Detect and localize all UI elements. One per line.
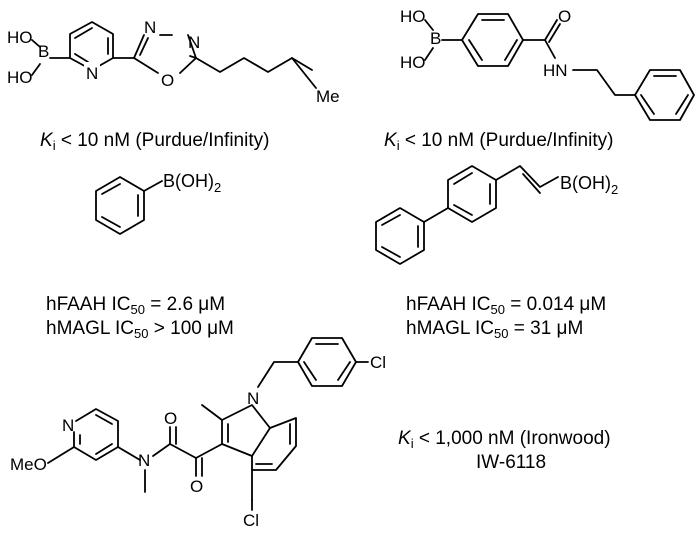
bond <box>297 337 357 387</box>
compound-5-code: IW-6118 <box>476 452 547 473</box>
bond <box>572 69 636 96</box>
bond <box>139 37 197 59</box>
bond <box>101 183 139 228</box>
compound-1-oxadiazole-n2: N <box>188 33 200 52</box>
compound-5-activity: Ki < 1,000 nM (Ironwood) <box>398 428 611 451</box>
compound-5-chloro-top: Cl <box>370 353 386 372</box>
bond <box>291 57 317 89</box>
bond <box>381 214 419 258</box>
compound-2-structure: HO B HO O HN <box>400 7 695 121</box>
bond <box>544 39 556 59</box>
label-mask <box>84 62 100 78</box>
compound-1-oxadiazole-o: O <box>161 71 174 90</box>
compound-1-ho-bottom: HO <box>7 68 33 87</box>
compound-2-activity: Ki < 10 nM (Purdue/Infinity) <box>384 130 614 153</box>
compound-5-pyridine-n: N <box>62 416 74 435</box>
compound-3-boronic-acid: B(OH)2 <box>163 171 221 195</box>
bond <box>195 443 223 459</box>
compound-2-ho-top: HO <box>400 7 426 26</box>
bond <box>195 57 313 73</box>
compound-5-methoxy: MeO <box>10 455 47 474</box>
compound-5-carbonyl-o1: O <box>164 409 177 428</box>
bond <box>303 343 351 381</box>
bond <box>31 63 41 76</box>
compound-4-structure: B(OH)2 <box>375 165 618 265</box>
bond <box>169 443 197 459</box>
bond <box>640 75 689 115</box>
compound-5-chloro-bottom: Cl <box>243 511 259 530</box>
bond <box>453 172 491 216</box>
compound-4-activity-magl: hMAGL IC50 = 31 μM <box>406 318 584 341</box>
bond <box>495 165 559 194</box>
compound-5-indole-n: N <box>247 389 259 408</box>
bond <box>468 19 518 61</box>
bond <box>251 417 297 471</box>
bond <box>634 69 695 121</box>
compound-5-carbonyl-o2: O <box>190 477 203 496</box>
bond <box>257 361 299 388</box>
compound-3-structure: B(OH)2 <box>95 171 221 235</box>
bond <box>79 414 113 455</box>
bond <box>143 180 163 192</box>
compound-1-activity: Ki < 10 nM (Purdue/Infinity) <box>40 130 270 153</box>
bond <box>522 19 561 43</box>
bond <box>201 404 223 421</box>
compound-1-ho-top: HO <box>7 28 33 47</box>
bond <box>375 207 425 265</box>
compound-1-oxadiazole-n1: N <box>144 18 156 37</box>
bond <box>47 446 75 464</box>
bond <box>424 19 463 61</box>
bond <box>255 423 291 465</box>
compound-1-structure: HO B HO N N N O Me <box>7 18 340 106</box>
bond <box>133 34 197 74</box>
bond <box>461 13 524 67</box>
compound-1-terminal-methyl: Me <box>316 87 340 106</box>
compound-2-boron: B <box>430 29 441 48</box>
compound-3-activity-magl: hMAGL IC50 > 100 μM <box>46 318 234 341</box>
compound-5-amide-n: N <box>138 451 150 470</box>
bond <box>221 404 271 457</box>
bond <box>195 457 203 477</box>
bond <box>423 207 449 223</box>
compound-2-carbonyl-o: O <box>558 7 571 26</box>
bond <box>95 176 145 235</box>
compound-4-boronic-acid: B(OH)2 <box>560 173 618 197</box>
bond <box>447 165 497 223</box>
compound-2-ho-bottom: HO <box>400 53 426 72</box>
compound-1-pyridine-n: N <box>86 64 98 83</box>
bond <box>74 27 109 63</box>
compound-2-amide-nh: HN <box>543 61 568 80</box>
bond <box>117 446 141 461</box>
compound-5-structure: N MeO N O O N Cl Cl <box>10 337 386 530</box>
compound-4-activity-faah: hFAAH IC50 = 0.014 μM <box>406 294 607 317</box>
bond <box>31 39 41 48</box>
bond <box>169 426 177 445</box>
bond <box>144 443 171 493</box>
compound-3-activity-faah: hFAAH IC50 = 2.6 μM <box>46 294 226 317</box>
compound-1-boron: B <box>38 42 49 61</box>
